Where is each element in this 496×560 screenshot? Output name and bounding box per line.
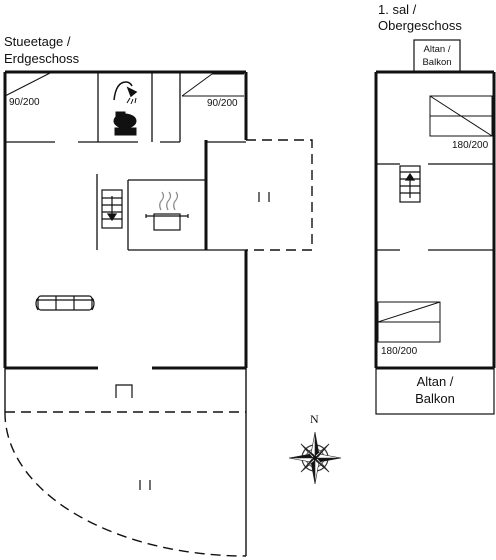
ground-floor-inner-walls: [5, 72, 246, 251]
ground-floor-title-line1: Stueetage /: [4, 34, 71, 49]
big-balcony-outline: [375, 367, 495, 415]
sofa-icon: [35, 295, 95, 311]
upper-floor-inner-walls: [376, 163, 494, 251]
ground-floor-walls: [3, 70, 248, 370]
big-balcony-label-line2: Balkon: [415, 391, 455, 406]
bed-right-icon: [181, 73, 244, 97]
cooking-pot-icon: [145, 191, 189, 231]
deck-post-marks: [139, 480, 151, 490]
upper-floor-title-line2: Obergeschoss: [378, 18, 462, 33]
compass-north-label: N: [310, 412, 319, 426]
compass-rose-icon: [288, 431, 342, 485]
bed-top-label: 180/200: [452, 140, 489, 151]
lower-terrace-outline: [4, 368, 247, 557]
stairs-ground-icon: [101, 189, 123, 229]
bed-bottom-icon: [377, 301, 441, 343]
bed-right-label: 90/200: [207, 98, 238, 109]
ground-floor-title-line2: Erdgeschoss: [4, 51, 80, 66]
upper-floor-title-line1: 1. sal /: [378, 2, 417, 17]
terrace-post-marks: [258, 192, 270, 202]
bed-left-icon: [4, 71, 53, 97]
entrance-step-icon: [115, 384, 133, 398]
small-balcony-label-line2: Balkon: [422, 57, 452, 68]
shower-icon: [113, 81, 138, 105]
bed-left-label: 90/200: [9, 97, 40, 108]
toilet-icon: [113, 111, 137, 136]
bed-bottom-label: 180/200: [381, 346, 418, 357]
bed-top-icon: [429, 95, 493, 137]
small-balcony-outline: [413, 39, 461, 73]
small-balcony-label-line1: Altan /: [423, 44, 451, 55]
stairs-upper-icon: [399, 165, 421, 203]
big-balcony-label-line1: Altan /: [416, 374, 454, 389]
terrace-outline: [246, 139, 313, 251]
